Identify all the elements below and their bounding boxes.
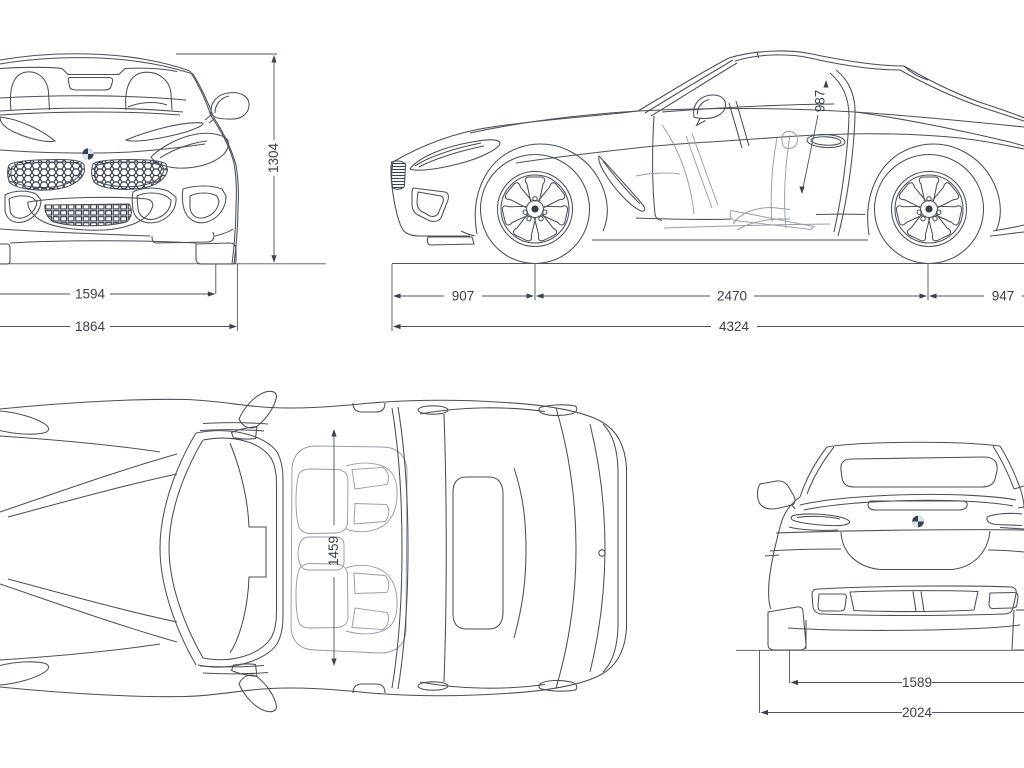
svg-text:1459: 1459 xyxy=(326,536,341,566)
svg-text:1864: 1864 xyxy=(75,319,106,334)
svg-text:947: 947 xyxy=(992,289,1015,304)
svg-text:987: 987 xyxy=(813,90,828,113)
svg-text:1589: 1589 xyxy=(902,675,932,690)
svg-text:1594: 1594 xyxy=(75,287,106,302)
svg-text:4324: 4324 xyxy=(719,319,750,334)
svg-text:2470: 2470 xyxy=(717,289,747,304)
svg-text:2024: 2024 xyxy=(902,705,933,720)
svg-text:907: 907 xyxy=(452,289,475,304)
svg-text:1304: 1304 xyxy=(266,142,281,173)
